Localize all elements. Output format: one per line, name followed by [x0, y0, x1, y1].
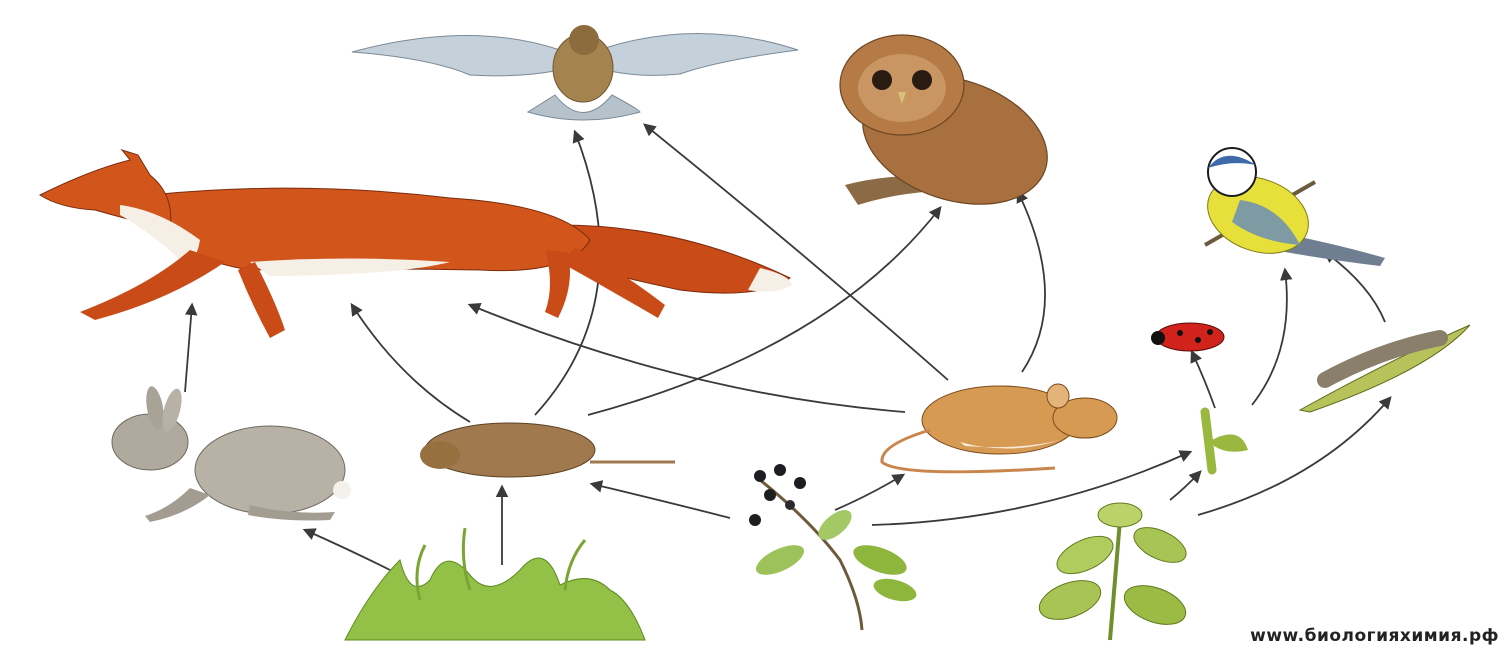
ladybird-illustration — [1151, 323, 1224, 351]
bramble-berry-4 — [764, 489, 776, 501]
bramble-leaf-1 — [752, 539, 808, 581]
arrow-mouse-to-owl — [1018, 192, 1045, 372]
arrow-nettle-to-aphids — [1170, 472, 1200, 500]
bramble-berry-2 — [774, 464, 786, 476]
rabbit-head — [112, 414, 188, 470]
owl-facial-disc — [858, 54, 946, 122]
ladybird-spot-1 — [1177, 330, 1183, 336]
rabbit-illustration — [112, 385, 351, 522]
owl-illustration — [840, 35, 1064, 226]
bramble-berry-6 — [785, 500, 795, 510]
nettle-illustration — [1034, 503, 1191, 640]
nettle-leaf-1 — [1034, 573, 1106, 627]
arrow-aphids-to-tit — [1252, 270, 1287, 405]
ladybird-shell — [1156, 323, 1224, 351]
bramble-berry-3 — [794, 477, 806, 489]
nettle-leaf-4 — [1129, 520, 1192, 569]
mouse-illustration — [882, 384, 1117, 472]
arrow-bramble-to-vole — [592, 484, 730, 518]
grass-tuft — [345, 558, 645, 640]
rabbit-tail — [333, 481, 351, 499]
aphids-stem — [1205, 412, 1212, 470]
owl-right-eye — [912, 70, 932, 90]
ladybird-spot-3 — [1207, 329, 1213, 335]
arrow-mouse-to-fox — [470, 305, 905, 412]
aphids-leaf — [1212, 434, 1248, 451]
arrow-nettle-to-caterpillar — [1198, 398, 1390, 515]
fox-front-leg-1 — [80, 250, 225, 320]
bramble-leaf-4 — [871, 575, 919, 606]
fox-belly — [250, 259, 450, 277]
aphids-illustration — [1205, 412, 1248, 470]
nettle-leaf-5 — [1098, 503, 1142, 527]
kestrel-head — [569, 25, 599, 55]
arrow-bramble-to-mouse — [835, 475, 903, 510]
nettle-stem — [1110, 520, 1120, 640]
kestrel-right-wing — [605, 33, 798, 75]
rabbit-front-leg — [145, 488, 210, 522]
caterpillar-illustration — [1300, 325, 1470, 412]
vole-illustration — [420, 423, 675, 477]
grass-illustration — [345, 528, 645, 640]
kestrel-left-wing — [352, 35, 560, 75]
ladybird-head — [1151, 331, 1165, 345]
kestrel-illustration — [352, 25, 798, 120]
owl-left-eye — [872, 70, 892, 90]
bramble-illustration — [749, 464, 919, 630]
arrow-aphids-to-ladybird — [1192, 352, 1215, 408]
fox-body — [150, 188, 590, 270]
tit-illustration — [1197, 148, 1385, 267]
arrow-rabbit-to-fox — [185, 305, 192, 392]
arrow-grass-to-rabbit — [305, 530, 390, 570]
bramble-leaf-3 — [813, 504, 856, 545]
tit-head — [1208, 148, 1256, 196]
nettle-leaf-2 — [1119, 578, 1191, 632]
bramble-berry-1 — [754, 470, 766, 482]
bramble-leaf-2 — [850, 539, 911, 581]
fox-illustration — [40, 150, 792, 338]
ladybird-spot-2 — [1195, 337, 1201, 343]
bramble-berry-5 — [749, 514, 761, 526]
mouse-ear — [1047, 384, 1069, 408]
nettle-leaf-3 — [1051, 529, 1118, 582]
arrow-vole-to-fox — [352, 305, 470, 422]
rabbit-body — [195, 426, 345, 514]
vole-head — [420, 441, 460, 469]
watermark-text: www.биологияхимия.рф — [1250, 626, 1499, 646]
